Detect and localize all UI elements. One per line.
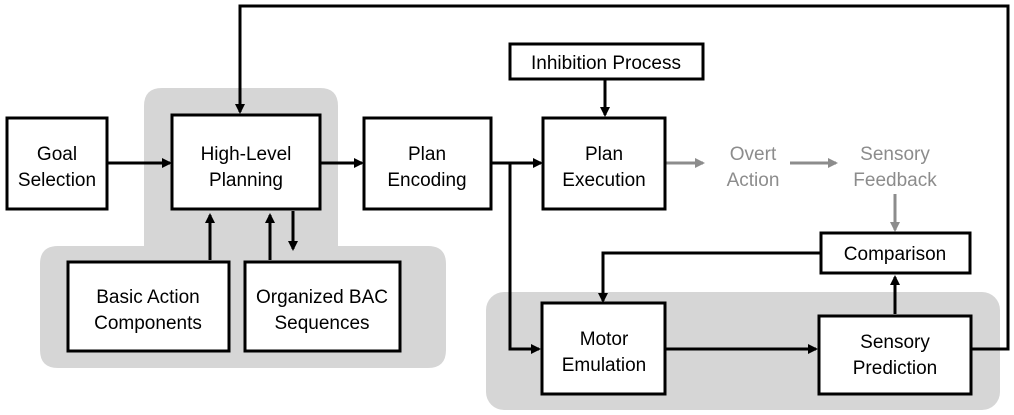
plan-encoding-box: Plan Encoding (362, 116, 493, 211)
sensory-feedback-label-2: Feedback (853, 170, 937, 191)
plan-execution-label-1: Plan (585, 144, 623, 165)
inhibition-process-label: Inhibition Process (531, 53, 681, 74)
goal-selection-box: Goal Selection (5, 116, 109, 211)
sensory-prediction-label-1: Sensory (860, 332, 930, 353)
organized-bac-sequences-label-2: Sequences (274, 313, 369, 334)
inhibition-process-box: Inhibition Process (508, 42, 705, 81)
motor-emulation-box: Motor Emulation (540, 301, 667, 396)
high-level-planning-label-2: Planning (209, 170, 283, 191)
sensory-prediction-box: Sensory Prediction (817, 314, 973, 396)
organized-bac-sequences-label-1: Organized BAC (256, 287, 388, 308)
plan-encoding-label-1: Plan (408, 144, 446, 165)
overt-action-label-2: Action (727, 170, 780, 191)
motor-emulation-label-2: Emulation (562, 355, 647, 376)
basic-action-components-label-2: Components (94, 313, 202, 334)
comparison-label: Comparison (844, 244, 946, 265)
plan-encoding-label-2: Encoding (387, 170, 466, 191)
sensory-feedback-node: Sensory Feedback (853, 144, 937, 191)
goal-selection-label-2: Selection (18, 170, 96, 191)
arrow-prediction-feedback-loop (235, 4, 1010, 351)
overt-action-node: Overt Action (727, 144, 780, 191)
high-level-planning-label-1: High-Level (201, 144, 292, 165)
sensory-prediction-label-2: Prediction (853, 358, 938, 379)
connectors (108, 4, 1010, 354)
arrow-comparison-to-motor-emulation (598, 251, 820, 303)
organized-bac-sequences-box: Organized BAC Sequences (243, 260, 402, 353)
sensory-feedback-label-1: Sensory (860, 144, 930, 165)
high-level-planning-box: High-Level Planning (170, 113, 322, 211)
basic-action-components-box: Basic Action Components (66, 260, 231, 353)
plan-execution-box: Plan Execution (541, 116, 667, 211)
basic-action-components-label-1: Basic Action (96, 287, 200, 308)
overt-action-label-1: Overt (730, 144, 777, 165)
motor-emulation-label-1: Motor (580, 329, 629, 350)
goal-selection-label-1: Goal (37, 144, 77, 165)
plan-execution-label-2: Execution (562, 170, 645, 191)
arrow-encoding-to-motor-emulation (508, 163, 541, 354)
comparison-box: Comparison (819, 231, 972, 275)
